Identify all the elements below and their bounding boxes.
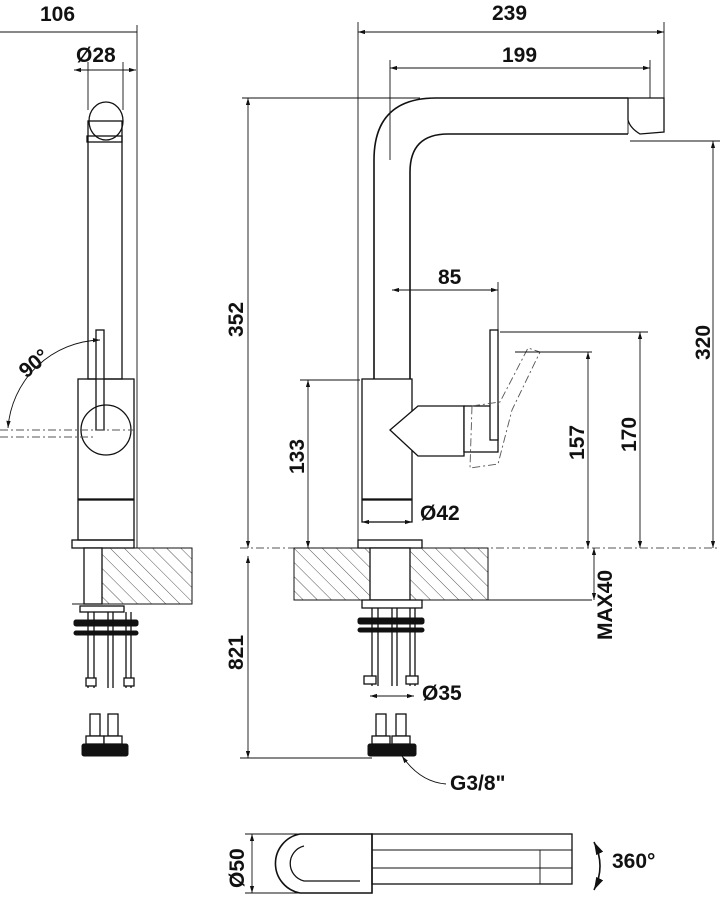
base-plate-front: [357, 539, 423, 549]
spout-outer: [373, 97, 628, 379]
dim-total-length-label: 239: [492, 2, 527, 25]
dim-swivel: 360°: [593, 841, 655, 891]
side-view: 106 Ø28 90°: [0, 3, 193, 757]
dim-spout-height-label: 320: [692, 325, 715, 360]
dim-total-length: 239: [357, 2, 665, 545]
shank-side: [83, 547, 103, 605]
dim-side-diameter: Ø28: [74, 44, 136, 110]
dim-lever-offset: 85: [392, 266, 499, 332]
dim-lever-height-157-label: 157: [566, 425, 589, 460]
dim-hose-length: 821: [225, 556, 372, 759]
top-base-outer: [274, 833, 373, 894]
dim-lever-height-170-label: 170: [618, 417, 641, 452]
top-base-inner: [289, 845, 360, 882]
dim-spout-reach-label: 199: [502, 44, 537, 67]
hoses-side: [85, 612, 135, 688]
dim-max-thickness: MAX40: [591, 548, 617, 640]
dim-body-diameter-label: Ø42: [420, 502, 460, 525]
dim-swivel-label: 360°: [612, 850, 655, 873]
body-side: [77, 378, 135, 500]
connectors-front: [367, 713, 417, 757]
dim-lever-height-157: 157: [515, 351, 592, 548]
dim-side-width: 106: [0, 3, 138, 548]
dim-total-height: 352: [225, 97, 420, 548]
spout-ring: [86, 135, 123, 143]
shank-front: [369, 547, 411, 601]
top-view: Ø50 360°: [226, 833, 655, 894]
lever-front: [489, 329, 499, 441]
spout-inner: [409, 133, 628, 379]
dim-thread: G3/8": [401, 755, 505, 795]
dim-side-diameter-label: Ø28: [76, 44, 116, 67]
dim-spout-height: 320: [630, 140, 720, 548]
lever-side: [95, 329, 105, 431]
dim-shank-diameter-label: Ø35: [422, 682, 462, 705]
dim-lever-base-height: 133: [286, 379, 360, 548]
dim-rotation-label: 90°: [15, 345, 54, 383]
dim-hose-length-label: 821: [225, 635, 248, 670]
mixer-housing: [389, 405, 465, 457]
dim-lever-offset-label: 85: [438, 266, 462, 289]
dim-bottom-diameter-label: Ø50: [226, 848, 249, 888]
top-spout: [371, 833, 573, 885]
hoses-front: [363, 608, 419, 686]
spout-aerator: [627, 97, 665, 135]
dim-spout-reach: 199: [389, 44, 651, 160]
swivel-arrow-icon: [593, 841, 604, 891]
connectors-side: [81, 713, 129, 757]
dim-thread-label: G3/8": [450, 772, 505, 795]
dim-total-height-label: 352: [225, 302, 248, 337]
nut-front: [357, 617, 425, 625]
base-front: [361, 499, 413, 523]
nut-side: [73, 619, 139, 627]
lever-alt-position: [469, 347, 541, 469]
dim-side-width-label: 106: [40, 3, 75, 26]
dim-lever-height-170: 170: [500, 331, 648, 548]
base-side: [77, 499, 135, 541]
front-view: 239 199 352 320 85: [225, 2, 720, 795]
countertop-side: [95, 547, 193, 605]
dim-lever-base-height-label: 133: [286, 439, 309, 474]
dim-max-thickness-label: MAX40: [594, 570, 617, 640]
dim-shank-diameter: Ø35: [370, 682, 462, 705]
dim-bottom-diameter: Ø50: [226, 833, 300, 894]
base-plate-side: [71, 539, 135, 549]
dim-body-diameter: Ø42: [362, 502, 460, 525]
